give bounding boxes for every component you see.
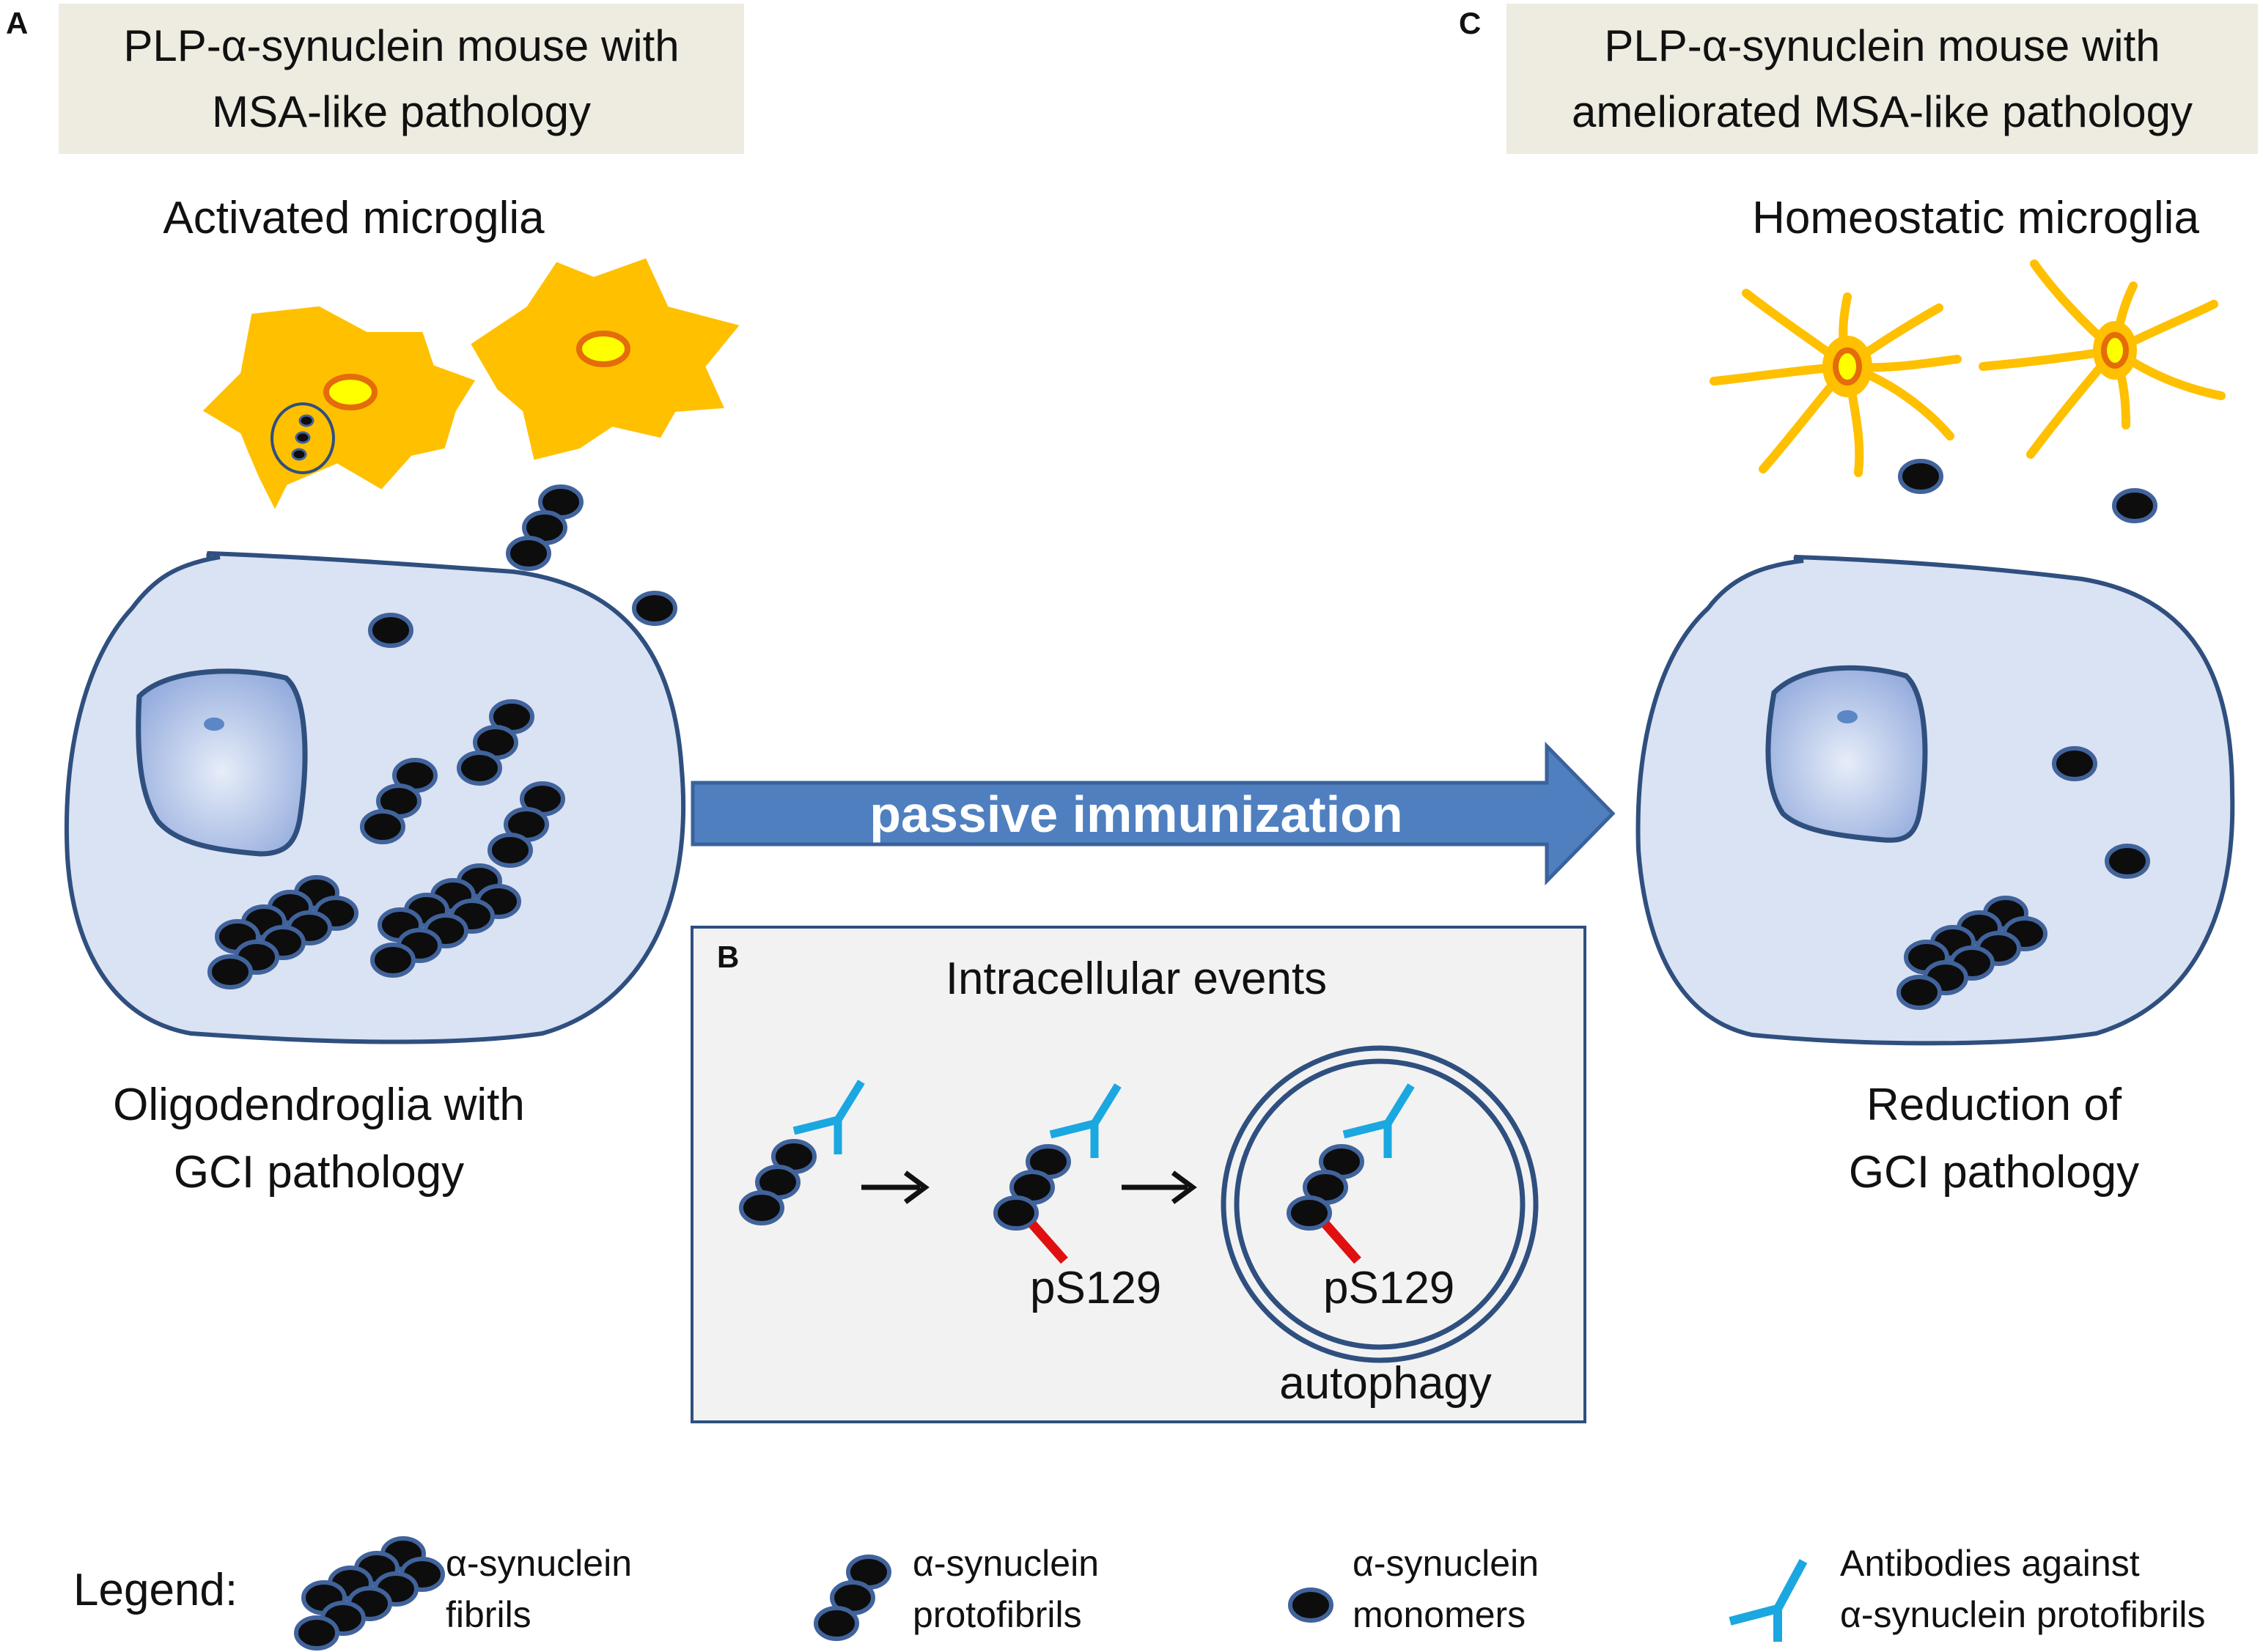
autophagosome-inner-membrane bbox=[1234, 1058, 1526, 1350]
panel-c-microglia-label: Homeostatic microglia bbox=[1752, 193, 2199, 243]
panel-c-cell-label: Reduction of GCI pathology bbox=[1848, 1080, 2140, 1198]
passive-immunization-label: passive immunization bbox=[869, 786, 1403, 843]
panel-c-title: PLP-α-synuclein mouse with ameliorated M… bbox=[1506, 4, 2258, 154]
cell-c-extracellular-monomer-1 bbox=[1900, 461, 1941, 492]
panel-a-letter: A bbox=[6, 6, 29, 40]
monomer-icon bbox=[1290, 1590, 1331, 1620]
extracellular-monomer bbox=[634, 593, 675, 624]
legend-heading: Legend: bbox=[73, 1565, 238, 1615]
panel-a-cell-label: Oligodendroglia with GCI pathology bbox=[113, 1080, 525, 1198]
panel-b-phospho-1 bbox=[1029, 1220, 1068, 1264]
oligodendrocyte-cell-a bbox=[65, 550, 686, 1044]
panel-b-box bbox=[691, 926, 1586, 1423]
cell-c-monomer-1 bbox=[2054, 748, 2095, 779]
fibrils-icon bbox=[296, 1538, 443, 1648]
homeostatic-microglia-1 bbox=[1710, 289, 1962, 477]
homeostatic-microglia-2 bbox=[1979, 259, 2226, 459]
antibody-icon bbox=[1729, 1559, 1808, 1642]
passive-immunization-arrow bbox=[691, 741, 1616, 886]
oligodendrocyte-cell-c bbox=[1635, 554, 2235, 1046]
panel-a-microglia-label: Activated microglia bbox=[163, 193, 545, 243]
protofibrils-icon bbox=[816, 1557, 889, 1639]
panel-b-antibody-2-icon bbox=[1049, 1083, 1122, 1158]
panel-b-antibody-3-icon bbox=[1342, 1083, 1415, 1158]
activated-microglia-1 bbox=[202, 306, 476, 509]
activated-microglia-2 bbox=[471, 258, 740, 460]
legend-protofibrils-text: α-synuclein protofibrils bbox=[913, 1543, 1100, 1635]
panel-b-pS129-label-1: pS129 bbox=[1030, 1263, 1162, 1313]
legend-fibrils-text: α-synuclein fibrils bbox=[446, 1543, 633, 1635]
cell-c-extracellular-monomer-2 bbox=[2114, 490, 2155, 521]
panel-b-pS129-label-2: pS129 bbox=[1323, 1263, 1455, 1313]
extracellular-protofibril bbox=[508, 487, 581, 569]
panel-b-title: Intracellular events bbox=[945, 954, 1328, 1004]
panel-b-phospho-2 bbox=[1322, 1220, 1361, 1264]
panel-a-title: PLP-α-synuclein mouse with MSA-like path… bbox=[59, 4, 744, 154]
panel-c-letter: C bbox=[1459, 6, 1482, 40]
panel-b-letter: B bbox=[717, 940, 740, 974]
panel-b-arrow-1 bbox=[861, 1170, 930, 1204]
panel-b-autophagy-label: autophagy bbox=[1279, 1358, 1492, 1409]
panel-b-arrow-2 bbox=[1122, 1170, 1197, 1204]
legend-monomers-text: α-synuclein monomers bbox=[1353, 1543, 1539, 1635]
autophagosome-outer-membrane bbox=[1221, 1045, 1539, 1363]
legend-antibodies-text: Antibodies against α-synuclein protofibr… bbox=[1840, 1543, 2206, 1635]
panel-b-antibody-1-icon bbox=[792, 1080, 865, 1154]
cell-a-monomer bbox=[370, 615, 411, 646]
cell-c-monomer-2 bbox=[2107, 846, 2148, 877]
